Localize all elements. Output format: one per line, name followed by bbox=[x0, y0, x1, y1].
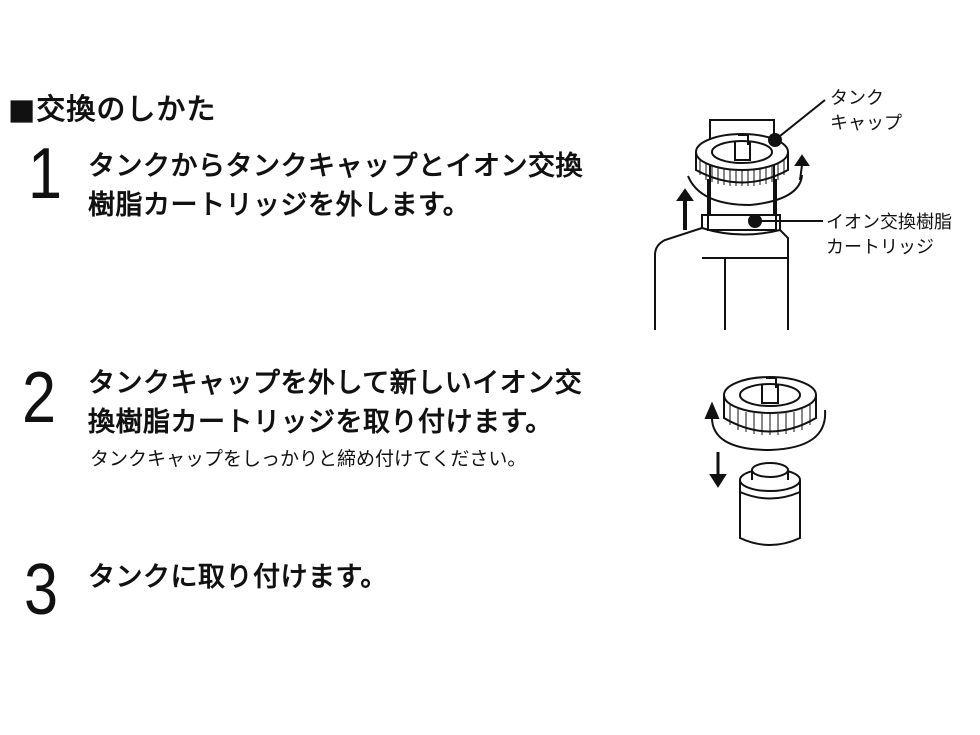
section-title: 交換のしかた bbox=[36, 92, 217, 126]
step-1-line-1: タンクからタンクキャップとイオン交換 bbox=[88, 151, 583, 182]
label-cartridge-line-2: カートリッジ bbox=[826, 237, 934, 258]
step-1-text: タンクからタンクキャップとイオン交換 樹脂カートリッジを外します。 bbox=[88, 147, 583, 225]
step-number-3: 3 bbox=[24, 550, 59, 630]
step-number-1: 1 bbox=[28, 134, 63, 214]
step-2-line-1: タンクキャップを外して新しいイオン交 bbox=[88, 368, 583, 399]
step-2-text: タンクキャップを外して新しいイオン交 換樹脂カートリッジを取り付けます。 bbox=[88, 364, 582, 442]
step-3-line-1: タンクに取り付けます。 bbox=[88, 562, 388, 593]
section-heading: ■交換のしかた bbox=[8, 86, 216, 128]
label-cartridge-line-1: イオン交換樹脂 bbox=[826, 212, 952, 233]
figure-cartridge-replace bbox=[704, 376, 827, 546]
label-cartridge: イオン交換樹脂 カートリッジ bbox=[826, 210, 952, 260]
step-3-text: タンクに取り付けます。 bbox=[88, 558, 388, 597]
figure-tank-removal bbox=[654, 99, 826, 330]
step-2-line-2: 換樹脂カートリッジを取り付けます。 bbox=[88, 407, 553, 438]
step-2-note: タンクキャップをしっかりと締め付けてください。 bbox=[90, 448, 527, 470]
square-marker: ■ bbox=[8, 92, 37, 126]
label-cap-line-2: キャップ bbox=[830, 113, 902, 134]
label-tank-cap: タンク キャップ bbox=[830, 86, 902, 136]
step-1-line-2: 樹脂カートリッジを外します。 bbox=[88, 190, 471, 221]
label-cap-line-1: タンク bbox=[830, 88, 884, 109]
step-number-2: 2 bbox=[22, 358, 57, 438]
